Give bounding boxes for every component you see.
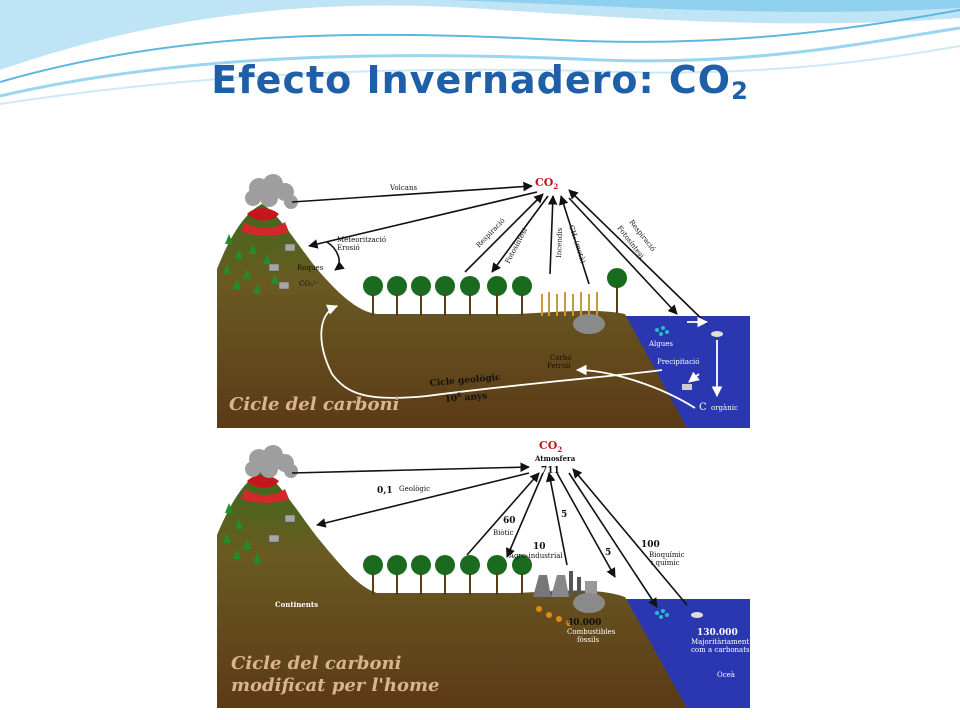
anys-label: 106 anys — [444, 389, 487, 405]
ocean-value: 130.000 — [697, 628, 738, 638]
value-5b: 5 — [605, 548, 611, 558]
title-text: Efecto Invernadero: CO — [211, 58, 732, 102]
co2-label: CO2 — [539, 439, 562, 454]
rocks — [268, 243, 296, 290]
land — [217, 204, 687, 428]
oil-deposit — [536, 606, 572, 626]
slide-title: Efecto Invernadero: CO2 — [0, 58, 960, 105]
pine-trees — [223, 503, 261, 563]
fish — [691, 612, 703, 618]
bioquimic-label-1: Bioquímic — [649, 551, 685, 559]
modified-carbon-cycle-diagram: CO2 Atmosfera 711 0,1 Geològic 60 Biòtic… — [217, 437, 750, 708]
c-organic-c: C — [699, 402, 707, 413]
fish — [711, 331, 723, 337]
roques-label: Roques — [297, 264, 324, 272]
value-5a: 5 — [561, 510, 567, 520]
white-arrows — [320, 304, 723, 409]
co2-label: CO2 — [535, 176, 558, 191]
title-subscript: 2 — [731, 77, 749, 105]
broadleaf-trees — [363, 555, 532, 595]
land — [217, 471, 687, 708]
ocean-label-1: Majoritàriament — [691, 637, 749, 646]
volcano-smoke — [245, 174, 298, 209]
agro-label: Agro-industrial — [508, 552, 563, 560]
fossils-value: 40.000 — [567, 618, 601, 628]
meteoritzacio-label: Meteorització — [337, 236, 386, 244]
volcano-smoke — [245, 445, 298, 478]
rocks — [268, 514, 296, 543]
c-organic-label: orgànic — [711, 403, 738, 412]
algae — [655, 326, 669, 336]
reeds — [541, 292, 598, 316]
cicle-del-carboni-label: Cicle del carboni — [229, 394, 400, 415]
flux-arrows — [291, 181, 708, 325]
erosio-label: Erosió — [337, 244, 360, 252]
volcano-crater — [247, 208, 279, 221]
coal-deposit — [573, 314, 605, 334]
broadleaf-trees — [363, 268, 627, 316]
fossils-label-1: Combustibles — [567, 628, 616, 636]
precipitacio-label: Precipitació — [657, 358, 699, 366]
incendis-label: Incendis — [555, 227, 564, 258]
sea — [617, 599, 750, 708]
atmosfera-value: 711 — [541, 466, 560, 476]
cicle-modificat-label-1: Cicle del carboni — [231, 653, 402, 674]
carbo-label: Carbó — [550, 354, 572, 362]
biotic-label: Biòtic — [493, 529, 514, 537]
atmosfera-label: Atmosfera — [534, 454, 576, 463]
algues-label: Algues — [648, 340, 673, 348]
coal-deposit — [573, 593, 605, 613]
cicle-modificat-label-2: modificat per l'home — [231, 675, 440, 696]
header-waves — [0, 0, 960, 105]
carbon-cycle-diagram: CO2 Volcans Meteorització Erosió Roques … — [217, 174, 750, 428]
continents-label: Continents — [275, 600, 318, 609]
roques-co3-label: CO₃²⁻ — [299, 280, 320, 288]
volcans-label: Volcans — [389, 184, 417, 192]
geologic-label: Geològic — [399, 485, 430, 493]
algae — [655, 609, 669, 619]
lava — [241, 222, 289, 236]
agro-value: 10 — [533, 542, 546, 552]
lava — [241, 489, 289, 503]
biotic-value: 60 — [503, 516, 516, 526]
pine-trees — [223, 234, 279, 294]
factory — [533, 571, 597, 597]
fossils-label-2: fòssils — [577, 636, 599, 644]
ocean-label-2: com a carbonats — [691, 646, 750, 654]
geologic-value: 0,1 — [377, 486, 393, 496]
bioquimic-label-2: i químic — [651, 559, 680, 567]
volcano-crater — [247, 475, 279, 488]
sediment — [682, 384, 692, 390]
flux-arrows — [291, 462, 688, 608]
bioquimic-value: 100 — [641, 540, 660, 550]
ocea-label: Oceà — [717, 670, 735, 679]
petroli-label: Petroli — [547, 362, 571, 370]
